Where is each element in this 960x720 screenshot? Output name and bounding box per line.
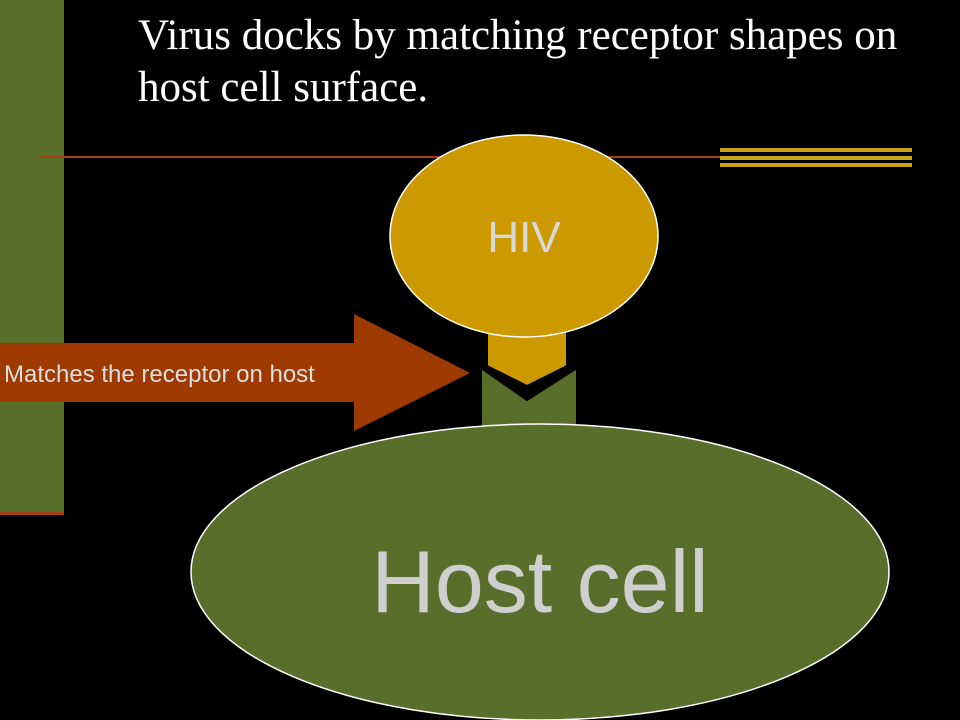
hiv-label: HIV bbox=[487, 213, 561, 262]
hiv-virus bbox=[389, 134, 659, 338]
left-decorative-bar bbox=[0, 0, 64, 515]
host-cell-label: Host cell bbox=[371, 532, 708, 631]
accent-bar-middle bbox=[720, 156, 912, 160]
accent-bar-bottom bbox=[720, 163, 912, 167]
host-cell bbox=[190, 423, 890, 720]
title-underline-rule bbox=[40, 156, 720, 158]
callout-arrow bbox=[0, 314, 470, 431]
accent-bar-top bbox=[720, 148, 912, 152]
callout-arrow-label: Matches the receptor on host bbox=[4, 361, 315, 388]
slide-title: Virus docks by matching receptor shapes … bbox=[138, 12, 898, 111]
